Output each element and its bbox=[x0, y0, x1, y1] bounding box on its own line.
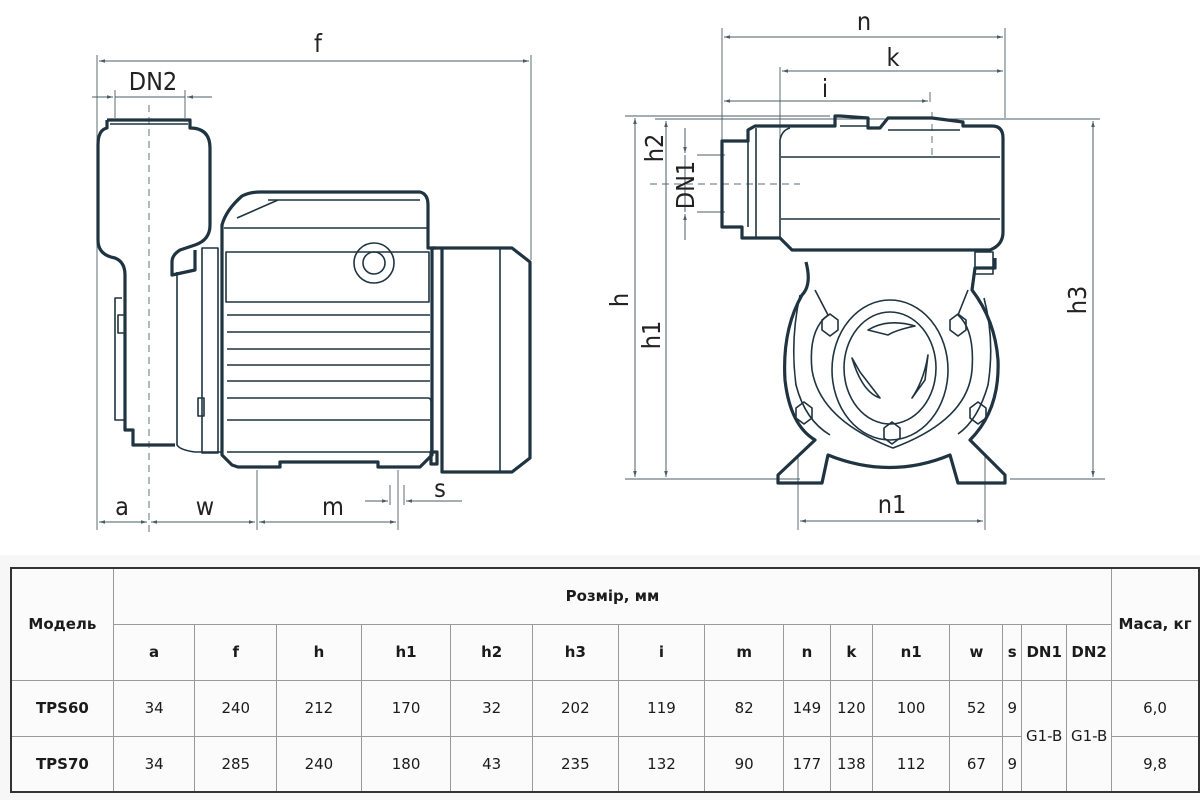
front-view: n k i h h1 h2 DN1 h3 n1 bbox=[605, 7, 1105, 530]
cell-k: 138 bbox=[829, 735, 873, 793]
cell-a: 34 bbox=[112, 735, 196, 793]
cell-model: TPS60 bbox=[10, 679, 114, 737]
column-header-h3: h3 bbox=[532, 623, 619, 681]
column-header-i: i bbox=[617, 623, 706, 681]
cell-mass: 6,0 bbox=[1111, 679, 1200, 737]
side-view: f DN2 a w m s bbox=[92, 29, 532, 535]
cell-dn2: G1-B bbox=[1066, 679, 1113, 793]
label-s: s bbox=[434, 474, 446, 503]
cell-h1: 170 bbox=[360, 679, 452, 737]
cell-m: 90 bbox=[704, 735, 784, 793]
column-header-n: n bbox=[782, 623, 831, 681]
cell-mass: 9,8 bbox=[1111, 735, 1200, 793]
column-header-n1: n1 bbox=[871, 623, 951, 681]
column-header-dn2: DN2 bbox=[1066, 623, 1113, 681]
column-header-f: f bbox=[194, 623, 278, 681]
cell-h2: 43 bbox=[450, 735, 534, 793]
cell-h: 212 bbox=[276, 679, 362, 737]
column-header-w: w bbox=[949, 623, 1004, 681]
header-model: Модель bbox=[10, 567, 114, 681]
cell-h2: 32 bbox=[450, 679, 534, 737]
cell-n1: 100 bbox=[871, 679, 951, 737]
column-header-s: s bbox=[1002, 623, 1023, 681]
cell-f: 285 bbox=[194, 735, 278, 793]
label-k: k bbox=[886, 43, 899, 72]
column-header-h: h bbox=[276, 623, 362, 681]
cell-w: 67 bbox=[949, 735, 1004, 793]
cell-h1: 180 bbox=[360, 735, 452, 793]
cell-s: 9 bbox=[1002, 735, 1023, 793]
drawing-canvas: f DN2 a w m s bbox=[92, 7, 1105, 535]
header-size-group: Розмір, мм bbox=[112, 567, 1113, 625]
label-m: m bbox=[322, 492, 344, 521]
label-n: n bbox=[857, 7, 871, 36]
cell-f: 240 bbox=[194, 679, 278, 737]
label-h: h bbox=[605, 293, 634, 307]
cell-m: 82 bbox=[704, 679, 784, 737]
label-a: a bbox=[115, 492, 129, 521]
cell-dn1: G1-B bbox=[1021, 679, 1068, 793]
column-header-dn1: DN1 bbox=[1021, 623, 1068, 681]
label-w: w bbox=[196, 492, 214, 521]
label-i: i bbox=[822, 74, 828, 103]
cell-n: 177 bbox=[782, 735, 831, 793]
label-dn1: DN1 bbox=[671, 161, 700, 209]
cell-i: 132 bbox=[617, 735, 706, 793]
header-mass: Маса, кг bbox=[1111, 567, 1200, 681]
cell-a: 34 bbox=[112, 679, 196, 737]
pump-dimension-drawing: f DN2 a w m s bbox=[92, 7, 1105, 535]
cell-k: 120 bbox=[829, 679, 873, 737]
column-header-a: a bbox=[112, 623, 196, 681]
label-h1: h1 bbox=[637, 321, 666, 350]
cell-h3: 235 bbox=[532, 735, 619, 793]
column-header-h1: h1 bbox=[360, 623, 452, 681]
column-header-k: k bbox=[829, 623, 873, 681]
label-n1: n1 bbox=[878, 490, 907, 519]
label-h2: h2 bbox=[640, 134, 669, 163]
cell-h3: 202 bbox=[532, 679, 619, 737]
column-header-h2: h2 bbox=[450, 623, 534, 681]
label-h3: h3 bbox=[1063, 286, 1092, 315]
column-header-m: m bbox=[704, 623, 784, 681]
cell-n: 149 bbox=[782, 679, 831, 737]
cell-s: 9 bbox=[1002, 679, 1023, 737]
label-dn2: DN2 bbox=[129, 67, 177, 96]
cell-n1: 112 bbox=[871, 735, 951, 793]
cell-w: 52 bbox=[949, 679, 1004, 737]
cell-model: TPS70 bbox=[10, 735, 114, 793]
label-f: f bbox=[314, 29, 323, 58]
cell-h: 240 bbox=[276, 735, 362, 793]
cell-i: 119 bbox=[617, 679, 706, 737]
